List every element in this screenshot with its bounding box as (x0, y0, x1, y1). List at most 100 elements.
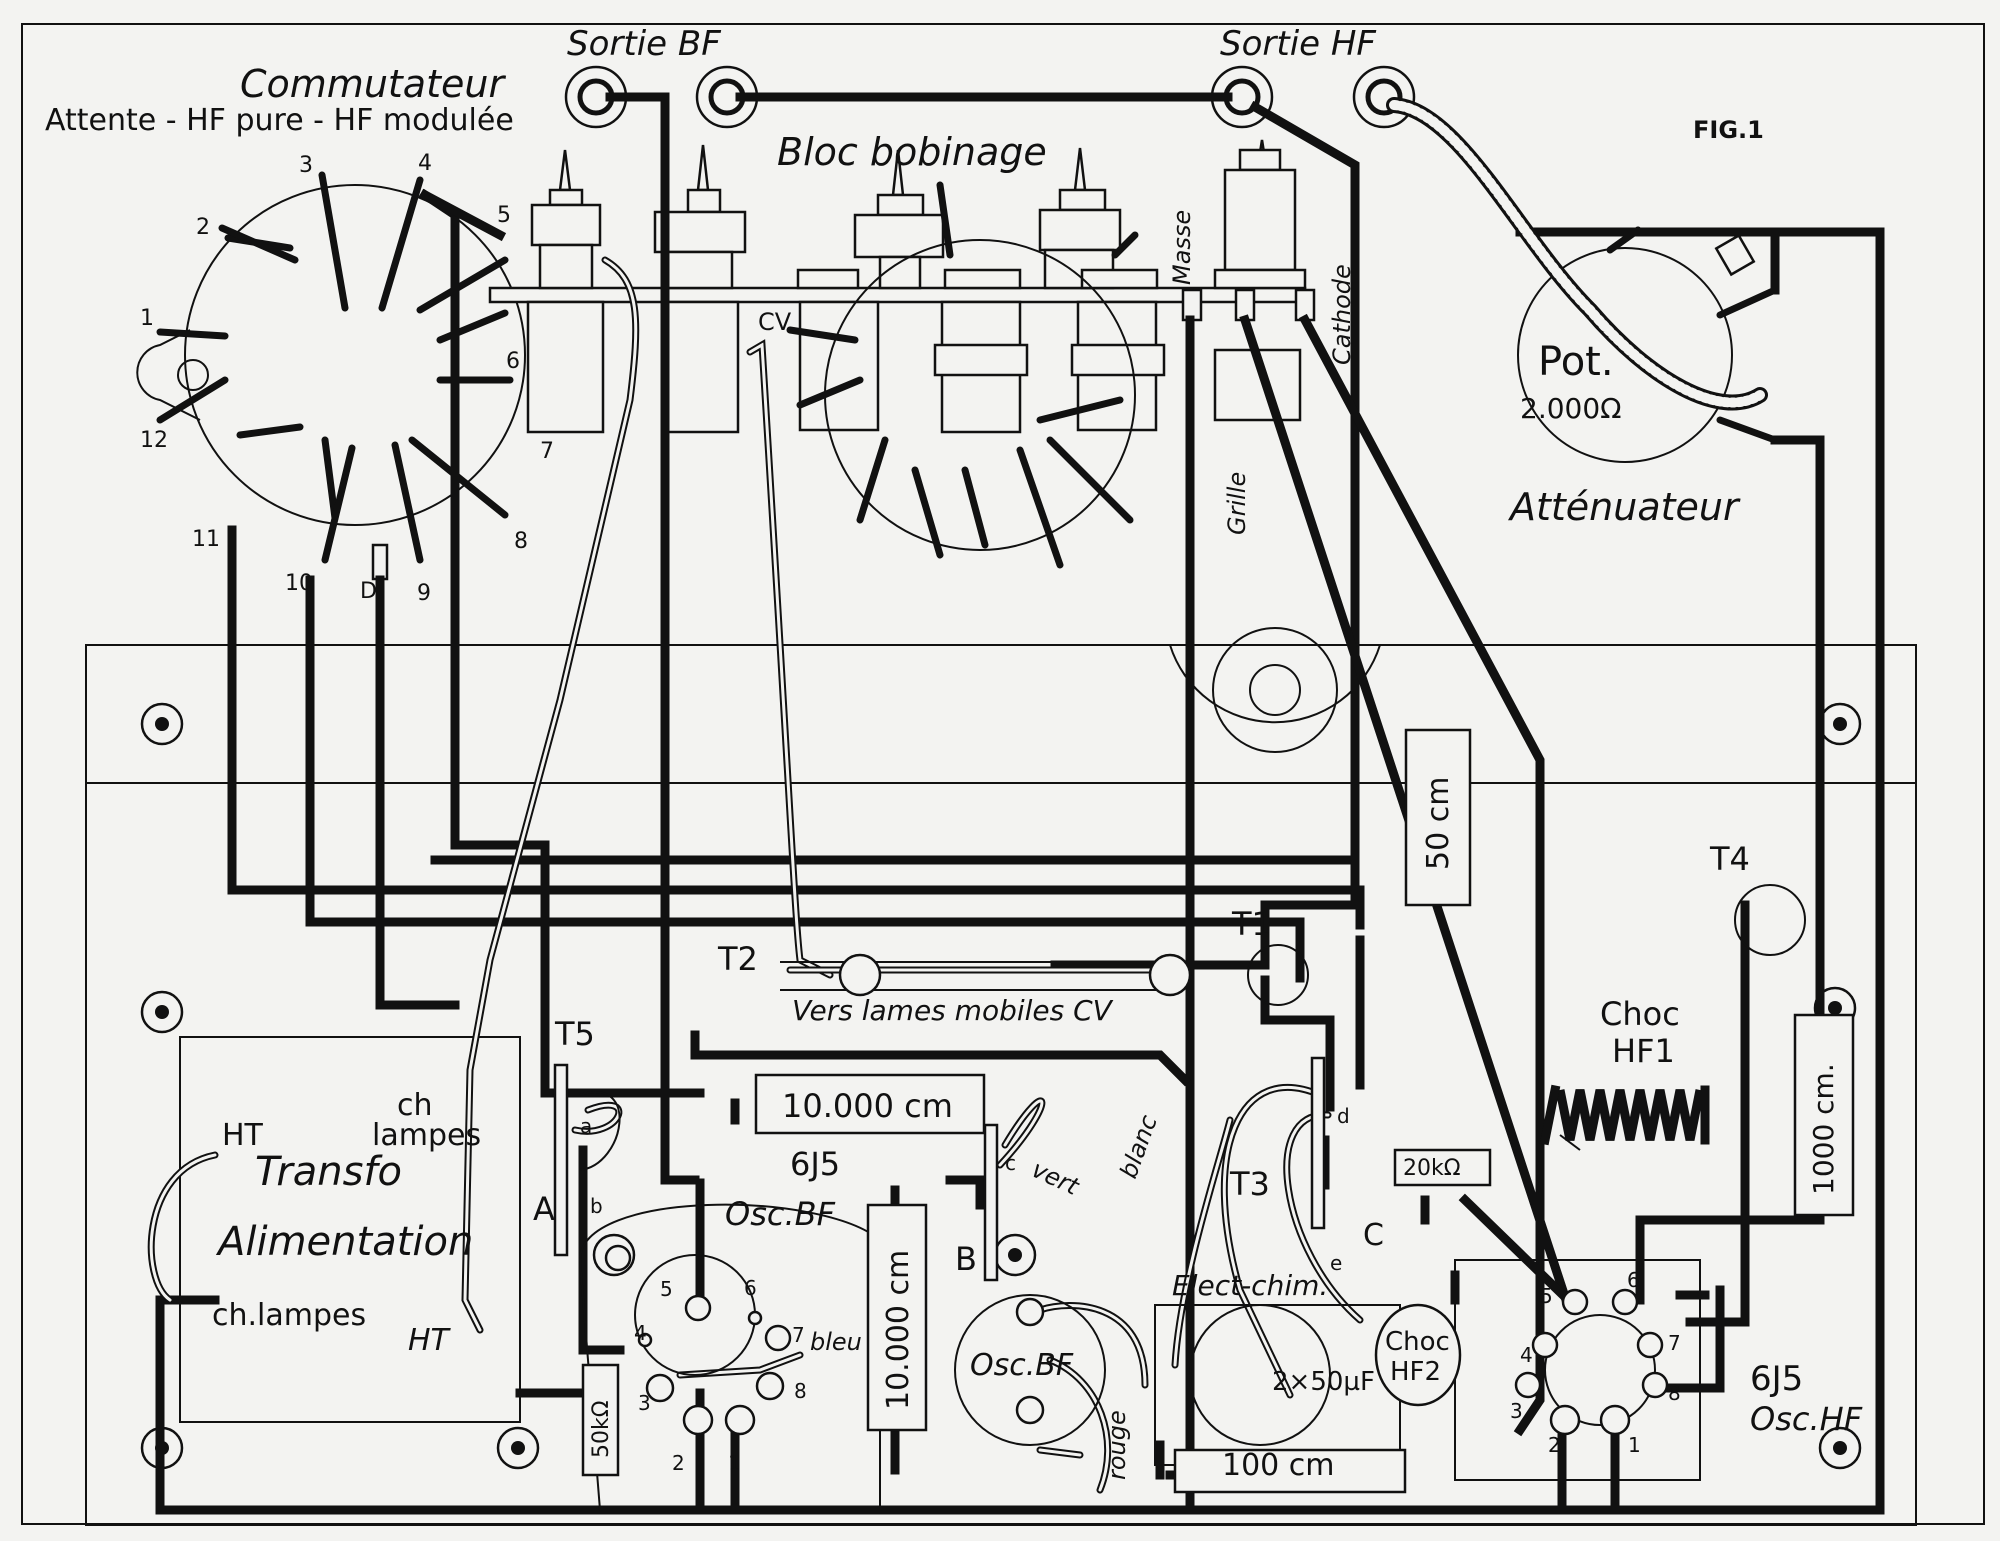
resistor-1000cm-label: 1000 cm. (1807, 1063, 1840, 1195)
coil-3 (796, 268, 880, 432)
sortie-hf-label: Sortie HF (1220, 24, 1376, 64)
choc-hf2 (1374, 1303, 1462, 1407)
screw-hole (496, 1426, 540, 1470)
cap-value-label: 2×50µF (1272, 1367, 1375, 1397)
switch-pos-8: 8 (514, 529, 528, 554)
terminal-t2 (838, 953, 882, 997)
tube-bf-label-a: 6J5 (790, 1145, 840, 1183)
bleu-label: bleu (810, 1328, 862, 1356)
jack-sortie-hf-2 (1352, 65, 1416, 129)
tube-hf-label-b: Osc.HF (1750, 1400, 1863, 1438)
ch-lampes-top-b: lampes (372, 1118, 481, 1153)
coil-tube (1213, 139, 1307, 422)
elect-chim-label: Elect-chim. (1172, 1269, 1328, 1302)
coil-2 (653, 144, 747, 434)
hf-pin-3: 3 (1510, 1399, 1523, 1423)
switch-pin-d (371, 543, 389, 581)
hf-pin-5: 5 (1540, 1284, 1553, 1308)
tag-strip-a (553, 1063, 569, 1257)
alimentation-label: Alimentation (215, 1219, 473, 1265)
tube-hf-pin-labels: 1 2 3 4 5 6 7 8 (1510, 1268, 1681, 1457)
ht-top-label: HT (222, 1118, 264, 1153)
grille-label: Grille (1223, 472, 1251, 535)
resistor-20k (1393, 1148, 1492, 1187)
choc-hf1-label-b: HF1 (1612, 1032, 1675, 1070)
masse-label: Masse (1168, 210, 1196, 285)
bloc-bobinage-label: Bloc bobinage (777, 130, 1047, 174)
resistor-50k (581, 1363, 620, 1477)
switch-pos-4: 4 (418, 151, 432, 176)
bf-pin-8: 8 (794, 1379, 807, 1403)
transformer-outline (179, 1036, 521, 1423)
cv-label: CV (758, 308, 792, 336)
osc-bf-label: Osc.BF (970, 1348, 1074, 1383)
tag-strip-b (983, 1123, 999, 1282)
t3-label: T3 (1229, 1165, 1270, 1203)
tube-bf-label-b: Osc.BF (725, 1195, 836, 1233)
tube-socket-osc-bf (954, 1294, 1106, 1446)
bf-pin-1: 1 (728, 1451, 741, 1475)
terminals (579, 884, 1806, 1171)
pot-value: 2.000Ω (1520, 392, 1622, 425)
output-jacks (564, 65, 1416, 129)
switch-pos-1: 1 (140, 306, 154, 331)
bf-pin-3: 3 (638, 1391, 651, 1415)
switch-pos-2: 2 (196, 215, 210, 240)
vert-label: vert (1027, 1155, 1084, 1201)
tag-c-label: C (1363, 1218, 1384, 1253)
hf-pin-7: 7 (1668, 1331, 1681, 1355)
switch-pos-5: 5 (497, 203, 511, 228)
heavy-wiring (155, 92, 1885, 1515)
labels: FIG.1 Commutateur Attente - HF pure - HF… (45, 24, 1863, 1483)
screw-hole (1818, 1426, 1862, 1470)
choc-hf1-coil (1555, 1089, 1705, 1141)
hf-pin-6: 6 (1627, 1268, 1640, 1292)
resistor-10000cm-h (754, 1073, 986, 1135)
elect-chim-capacitor (1154, 1304, 1407, 1494)
resistor-100cm (1173, 1448, 1407, 1494)
pin-a-label: a (580, 1114, 592, 1138)
switch-pos-6: 6 (506, 349, 520, 374)
resistor-1000cm (1793, 1013, 1855, 1217)
coil-4 (853, 149, 1029, 434)
screw-hole (993, 1233, 1037, 1277)
hf-pin-8: 8 (1668, 1381, 1681, 1405)
sortie-bf-label: Sortie BF (567, 24, 721, 64)
choc-hf1-label-a: Choc (1600, 995, 1680, 1033)
hf-pin-4: 4 (1520, 1343, 1533, 1367)
transfo-label: Transfo (255, 1149, 402, 1195)
bf-pin-7: 7 (792, 1323, 805, 1347)
resistor-20k-label: 20kΩ (1403, 1156, 1461, 1181)
resistor-50cm (1404, 728, 1472, 907)
commutateur-subtitle: Attente - HF pure - HF modulée (45, 103, 514, 138)
ch-lampes-top-a: ch (397, 1088, 433, 1123)
pin-c-label: c (1005, 1151, 1016, 1175)
bf-pin-4: 4 (634, 1321, 647, 1345)
tag-strip-c (1310, 1056, 1326, 1230)
resistor-100cm-label: 100 cm (1222, 1448, 1335, 1483)
choc-hf2-label-b: HF2 (1390, 1357, 1441, 1387)
chassis (21, 23, 1985, 1526)
vers-lames-label: Vers lames mobiles CV (792, 994, 1114, 1027)
resistors (581, 728, 1855, 1477)
pot-label: Pot. (1538, 339, 1614, 385)
t4-label: T4 (1709, 840, 1750, 878)
tube-hf-label-a: 6J5 (1750, 1359, 1803, 1399)
screw-hole (140, 990, 184, 1034)
coil-5 (1038, 147, 1166, 432)
blanc-label: blanc (1114, 1111, 1163, 1182)
rotary-switch: 1 2 3 4 5 6 7 8 9 10 11 12 D (136, 151, 554, 606)
resistor-10000cm-v (866, 1203, 928, 1432)
choc-hf2-label-a: Choc (1385, 1327, 1450, 1357)
screw-hole (1818, 702, 1862, 746)
pin-b-label: b (590, 1194, 603, 1218)
resistor-10000cm-v-label: 10.000 cm (881, 1250, 916, 1410)
resistor-10000cm-h-label: 10.000 cm (782, 1087, 953, 1125)
coil-1 (526, 149, 605, 434)
t2-label: T2 (717, 940, 758, 978)
pin-d-label: d (1337, 1104, 1350, 1128)
switch-label-d: D (360, 579, 377, 604)
ht-bottom-label: HT (408, 1323, 452, 1358)
bf-pin-5: 5 (660, 1277, 673, 1301)
